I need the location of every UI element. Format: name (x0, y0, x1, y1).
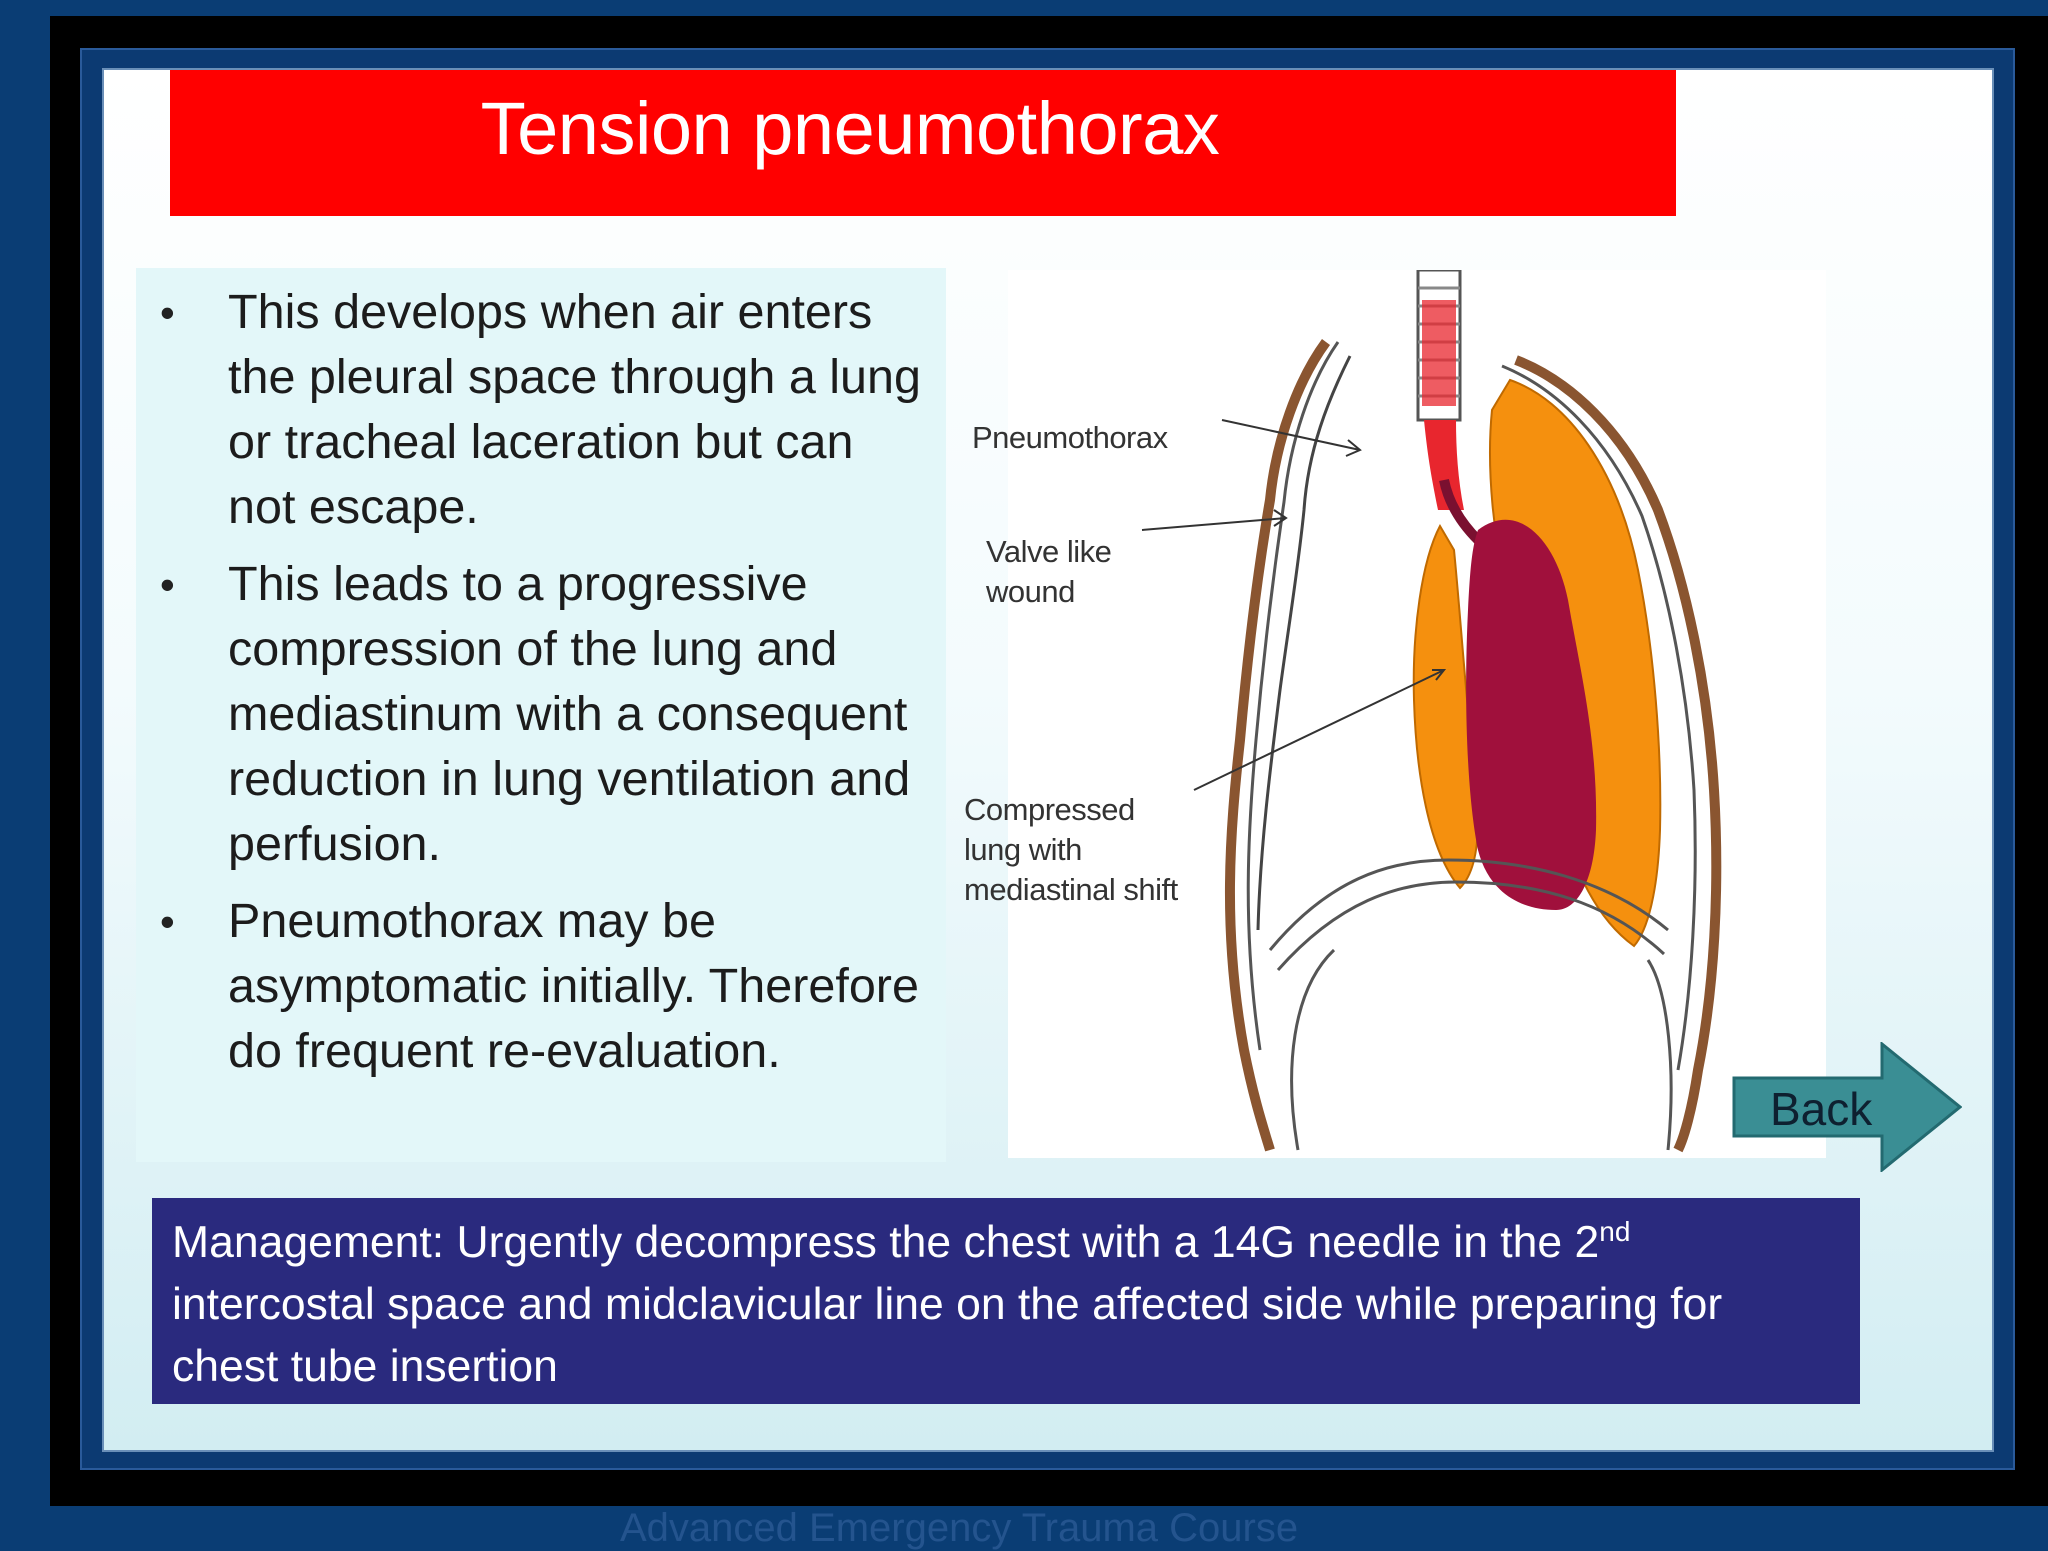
bullet-item: • This develops when air enters the pleu… (136, 280, 946, 540)
bullet-text: This develops when air enters the pleura… (228, 285, 921, 534)
back-button[interactable]: Back (1732, 1042, 1962, 1172)
bullet-text: Pneumothorax may be asymptomatic initial… (228, 894, 919, 1078)
slide-title: Tension pneumothorax (480, 87, 1220, 170)
footer-course-title: Advanced Emergency Trauma Course (620, 1506, 1299, 1550)
chest-diagram-illustration (1141, 270, 1722, 1153)
label-valve-line1: Valve like (986, 534, 1112, 569)
bullet-icon: • (160, 561, 175, 608)
bullet-item: • Pneumothorax may be asymptomatic initi… (136, 889, 946, 1084)
label-pneumothorax: Pneumothorax (972, 420, 1168, 455)
bullet-icon: • (160, 898, 175, 945)
label-compressed-line1: Compressed (964, 792, 1135, 827)
bullet-list: • This develops when air enters the pleu… (136, 280, 946, 1096)
label-valve-like-wound: Valve like wound (986, 532, 1112, 612)
bullet-icon: • (160, 289, 175, 336)
title-bar: Tension pneumothorax (170, 70, 1676, 216)
management-superscript: nd (1599, 1216, 1631, 1247)
slide: Tension pneumothorax • This develops whe… (102, 68, 1994, 1452)
label-compressed-lung: Compressed lung with mediastinal shift (964, 790, 1178, 910)
management-box: Management: Urgently decompress the ches… (152, 1198, 1860, 1404)
back-button-label: Back (1770, 1083, 1873, 1135)
label-compressed-line3: mediastinal shift (964, 872, 1178, 907)
chest-diagram: Pneumothorax Valve like wound Compressed… (964, 270, 1826, 1158)
bullet-text: This leads to a progressive compression … (228, 557, 911, 871)
bullet-item: • This leads to a progressive compressio… (136, 552, 946, 877)
label-compressed-line2: lung with (964, 832, 1082, 867)
management-text-part2: intercostal space and midclavicular line… (172, 1280, 1723, 1391)
bullet-box: • This develops when air enters the pleu… (136, 268, 946, 1162)
arrow-right-icon (1732, 1042, 1962, 1172)
label-valve-line2: wound (986, 574, 1075, 609)
management-text-part1: Management: Urgently decompress the ches… (172, 1218, 1600, 1267)
